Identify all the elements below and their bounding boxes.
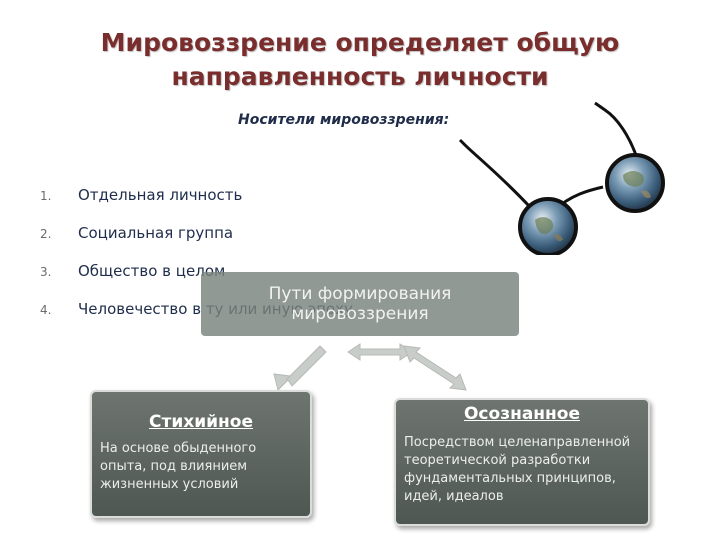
list-item-text: Отдельная личность [78,186,243,204]
slide-title: Мировоззрение определяет общую направлен… [60,26,660,94]
list-item-text: Общество в целом [78,262,226,280]
conscious-box: Осознанное Посредством целенаправленной … [394,398,650,526]
carriers-heading: Носители мировоззрения: [238,112,450,128]
formation-ways-box: Пути формирования мировоззрения [201,272,519,336]
title-line-1: Мировоззрение определяет общую [100,28,620,57]
spontaneous-title: Стихийное [149,412,253,432]
conscious-title: Осознанное [463,404,580,424]
spontaneous-box: Стихийное На основе обыденного опыта, по… [90,390,312,518]
list-item-number: 3. [40,265,52,279]
spontaneous-text: На основе обыденного опыта, под влиянием… [100,441,257,492]
title-line-2: направленность личности [171,62,549,91]
conscious-text: Посредством целенаправленной теоретическ… [404,435,631,504]
formation-ways-line-1: Пути формирования [268,284,452,304]
list-item-number: 1. [40,189,52,203]
formation-ways-line-2: мировоззрения [291,304,429,324]
list-item-number: 2. [40,227,52,241]
double-arrow-icon [273,343,467,391]
list-item-text: Социальная группа [78,224,234,242]
list-item-number: 4. [40,303,52,317]
glasses-with-earth-lenses-icon [458,101,665,255]
